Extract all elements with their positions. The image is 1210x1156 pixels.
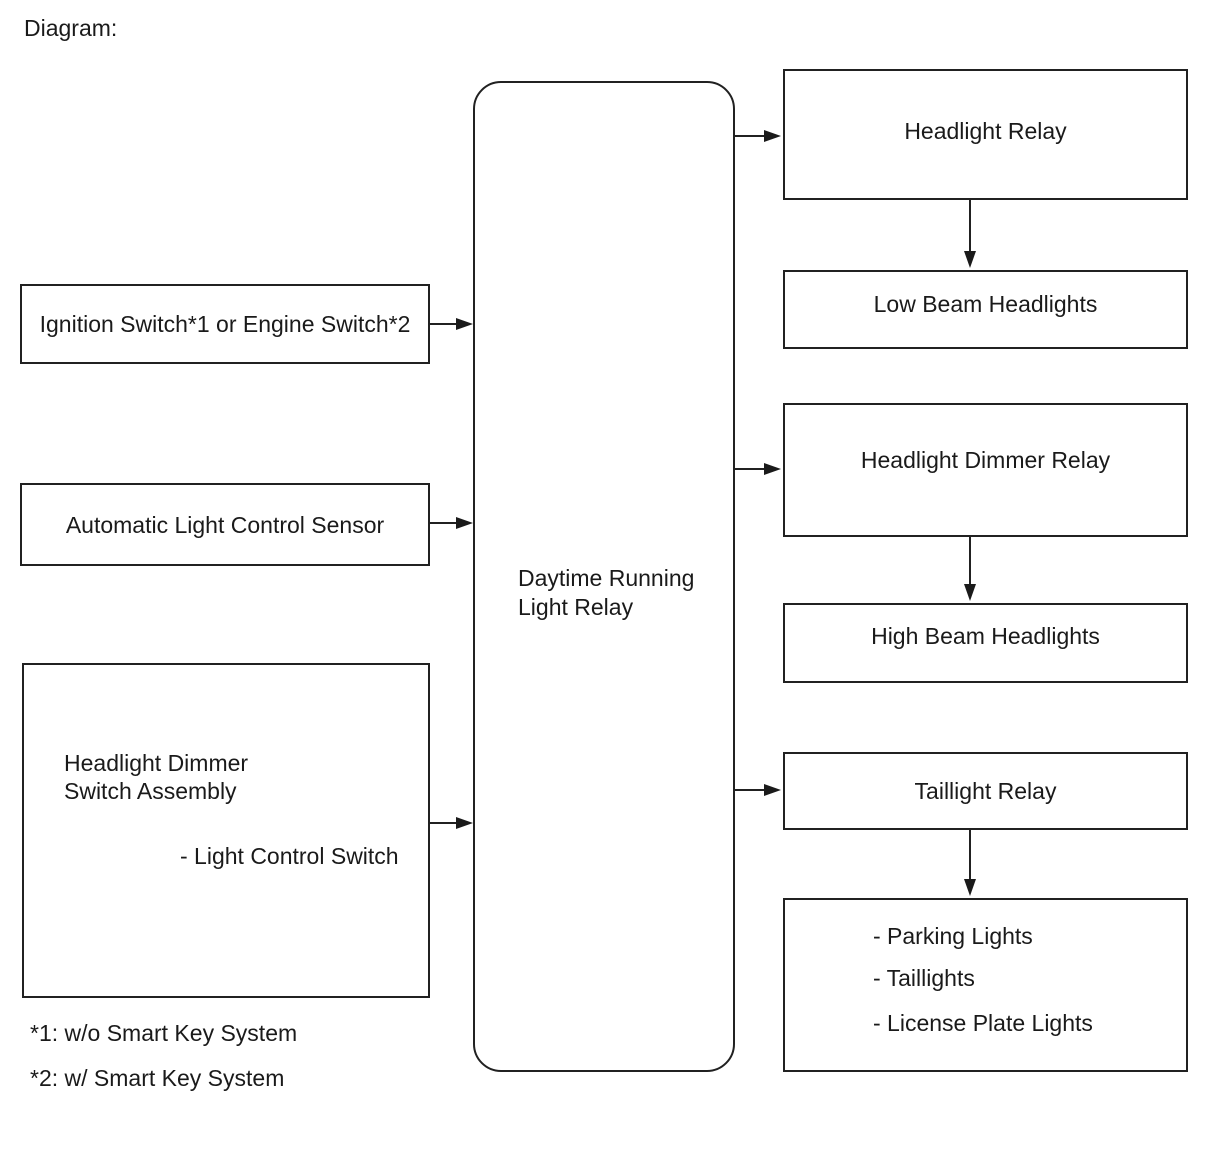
footnote-wo-smart-key: *1: w/o Smart Key System (30, 1020, 298, 1046)
parking-lights-label: - Parking Lights (873, 923, 1033, 949)
ignition-switch-label: Ignition Switch*1 or Engine Switch*2 (39, 311, 411, 337)
daytime-running-light-relay-box: Daytime Running Light Relay (473, 81, 735, 1072)
headlight-dimmer-switch-label: Headlight Dimmer Switch Assembly - Light… (24, 665, 428, 870)
headlight-relay-box: Headlight Relay (783, 69, 1188, 200)
diagram-title: Diagram: (24, 15, 118, 41)
lamp-outputs-box: - Parking Lights - Taillights - License … (783, 898, 1188, 1072)
license-plate-lights-label: - License Plate Lights (873, 1010, 1093, 1036)
taillight-relay-box: Taillight Relay (783, 752, 1188, 830)
headlight-dimmer-switch-label-line1: Headlight Dimmer (64, 750, 249, 776)
daytime-running-light-relay-label: Daytime Running Light Relay (518, 564, 694, 622)
ignition-switch-box: Ignition Switch*1 or Engine Switch*2 (20, 284, 430, 364)
high-beam-headlights-label: High Beam Headlights (871, 623, 1100, 649)
taillight-relay-label: Taillight Relay (914, 778, 1057, 804)
headlight-dimmer-relay-label: Headlight Dimmer Relay (860, 447, 1111, 473)
auto-light-sensor-box: Automatic Light Control Sensor (20, 483, 430, 566)
headlight-dimmer-switch-label-line2: Switch Assembly (64, 778, 237, 804)
taillights-label: - Taillights (873, 965, 975, 991)
low-beam-headlights-label: Low Beam Headlights (873, 290, 1098, 317)
footnote-w-smart-key: *2: w/ Smart Key System (30, 1065, 285, 1091)
relay-label-line1: Daytime Running (518, 564, 695, 591)
light-control-switch-label: - Light Control Switch (180, 843, 399, 869)
headlight-relay-label: Headlight Relay (904, 118, 1067, 144)
headlight-dimmer-switch-box: Headlight Dimmer Switch Assembly - Light… (22, 663, 430, 998)
low-beam-headlights-box: Low Beam Headlights (783, 270, 1188, 349)
headlight-dimmer-relay-box: Headlight Dimmer Relay (783, 403, 1188, 537)
relay-label-line2: Light Relay (518, 593, 634, 620)
auto-light-sensor-label: Automatic Light Control Sensor (65, 511, 385, 538)
high-beam-headlights-box: High Beam Headlights (783, 603, 1188, 683)
